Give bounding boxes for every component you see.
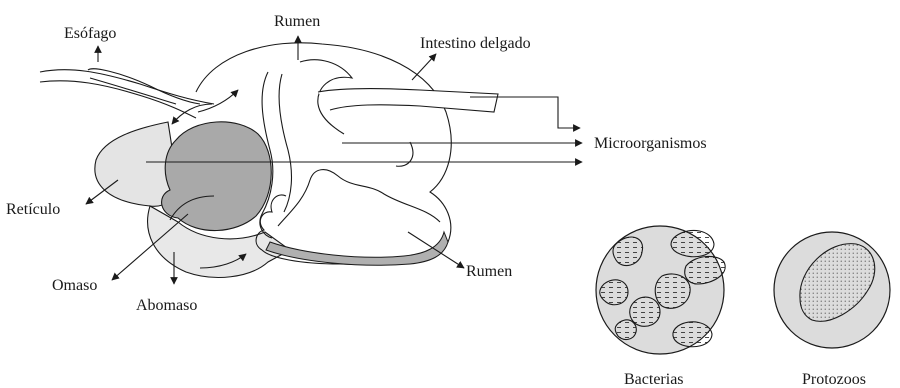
pointer-intestino [412, 54, 436, 80]
rumen-fold [278, 170, 440, 226]
bacteria-micrograph [596, 226, 725, 354]
bacterium-cell [615, 320, 636, 340]
bacterium-cell [655, 274, 690, 308]
omasum-chamber [162, 122, 272, 231]
label-rumen-bottom: Rumen [466, 263, 512, 280]
label-rumen-top: Rumen [274, 13, 320, 30]
flow-arrow-rumen [198, 90, 238, 112]
small-intestine [318, 89, 498, 112]
label-bacterias: Bacterias [624, 371, 684, 388]
protozoa-micrograph [774, 232, 890, 348]
rumen-pillar-inner [279, 74, 291, 212]
label-intestino-delgado: Intestino delgado [420, 35, 531, 52]
bacterium-cell [613, 237, 643, 266]
flow-arrow-reticulum [172, 104, 212, 124]
esophagus-tube [40, 70, 214, 104]
bacterium-cell [673, 322, 712, 347]
label-protozoos: Protozoos [802, 371, 866, 388]
label-reticulo: Retículo [6, 201, 60, 218]
bacterium-cell [630, 297, 660, 326]
label-microorganismos: Microorganismos [594, 135, 707, 152]
stomach-illustration [40, 43, 498, 278]
label-omaso: Omaso [52, 277, 97, 294]
rumen-curve [396, 142, 413, 166]
label-abomaso: Abomaso [136, 297, 197, 314]
label-esofago: Esófago [64, 25, 116, 42]
bacterium-cell [600, 280, 628, 305]
bacterium-cell [671, 230, 714, 256]
